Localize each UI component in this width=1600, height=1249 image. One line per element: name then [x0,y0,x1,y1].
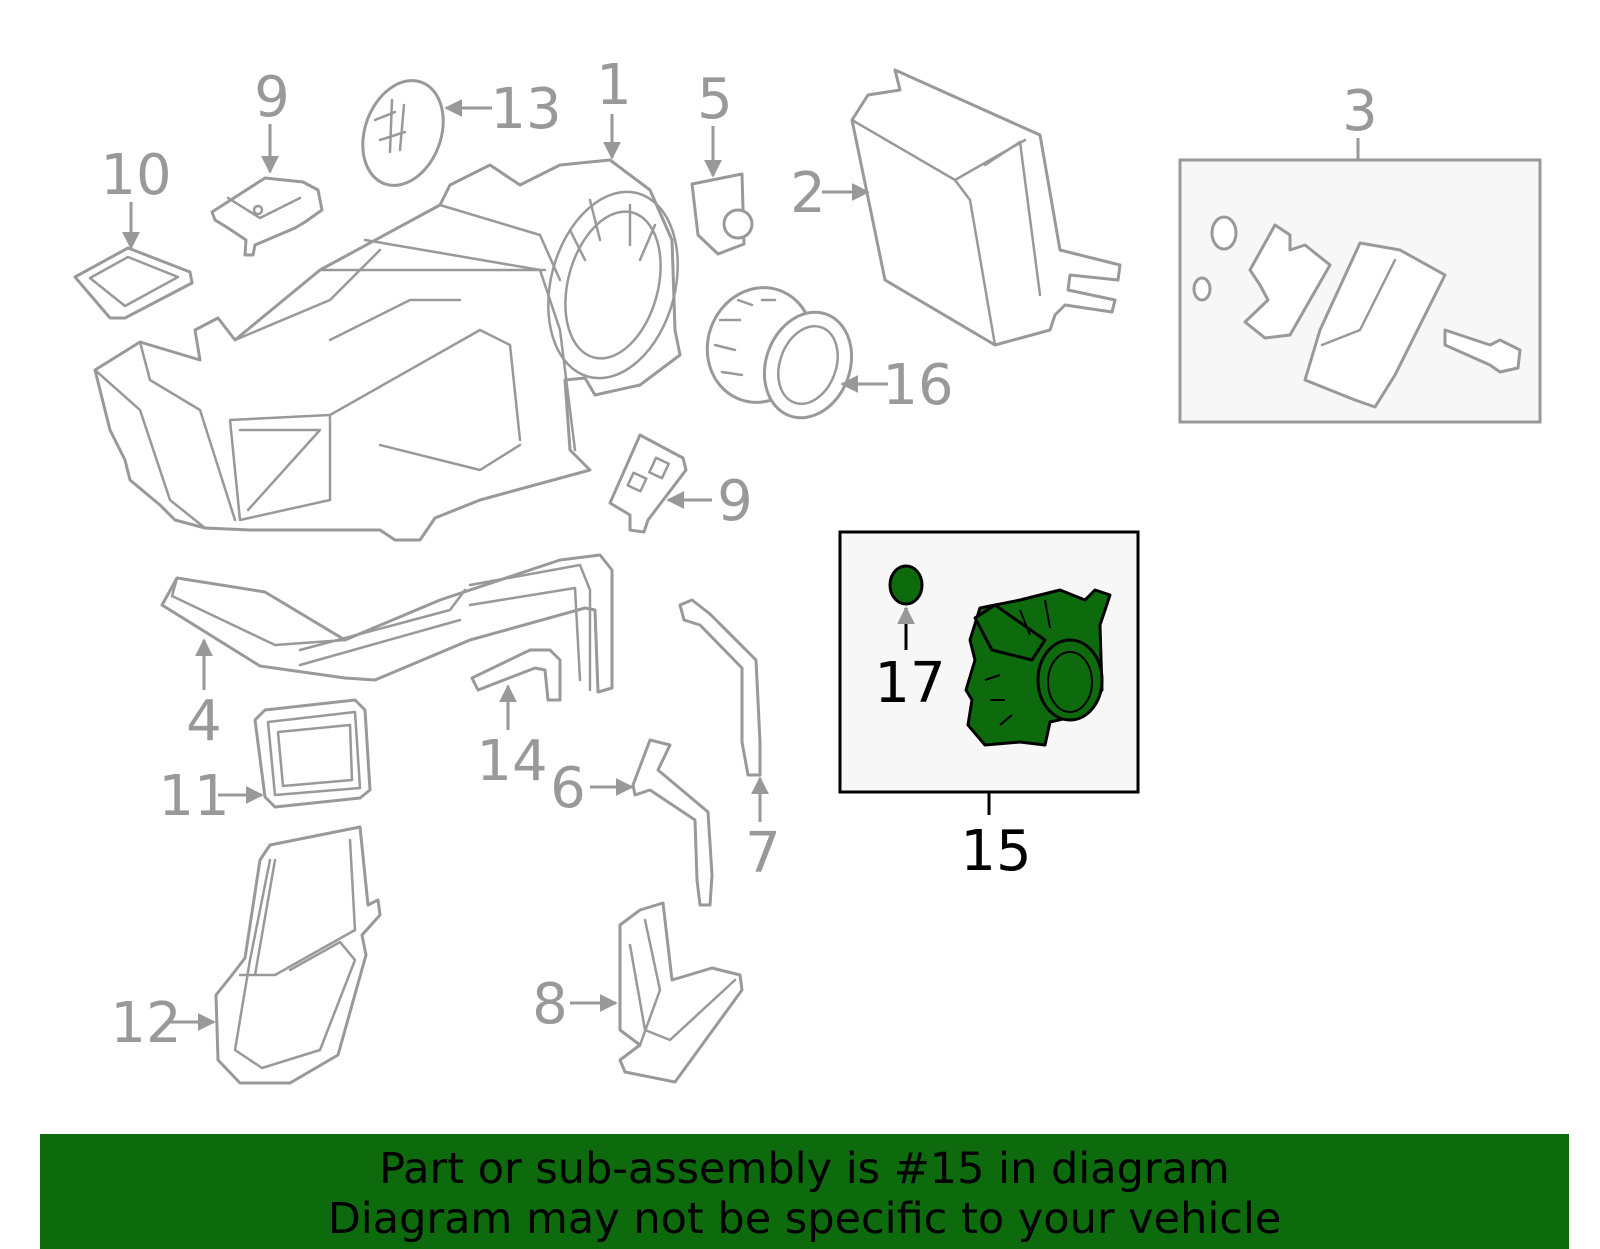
banner-line-2: Diagram may not be specific to your vehi… [327,1194,1282,1244]
callout-14: 14 [476,729,547,794]
callout-8: 8 [532,972,568,1037]
banner-line-1: Part or sub-assembly is #15 in diagram [379,1144,1230,1194]
part-5-sensor [690,172,754,256]
part-2-evaporator [850,68,1122,347]
part-9-actuator-lower [608,433,688,534]
callout-10: 10 [100,143,171,208]
part-12-duct [214,825,382,1085]
part-6-hose [631,738,714,907]
info-banner: Part or sub-assembly is #15 in diagram D… [40,1134,1569,1249]
part-14-tube [470,648,562,702]
part-15-blower-motor [964,588,1112,747]
callout-11: 11 [158,764,229,829]
part-4-heater-core [160,553,614,694]
callout-9-lower: 9 [717,469,753,534]
part-8-duct [618,901,744,1084]
callout-13: 13 [490,77,561,142]
part-17-grommet [888,564,924,606]
callout-17: 17 [874,651,945,716]
part-13-grommet [361,79,445,187]
callout-7: 7 [745,821,781,886]
callout-12: 12 [110,991,181,1056]
part-3-inset [1178,158,1542,424]
part-1-hvac-housing [93,158,682,542]
part-11-filter [253,698,372,809]
callout-1: 1 [596,53,632,118]
part-7-drain-tube [678,598,762,777]
callout-15: 15 [960,819,1031,884]
part-10-seal [73,246,194,320]
callout-2: 2 [790,161,826,226]
callout-6: 6 [550,756,586,821]
part-9-actuator-upper [210,176,324,257]
callout-16: 16 [882,353,953,418]
callout-5: 5 [697,67,733,132]
callout-4: 4 [186,689,222,754]
part-15-inset [838,530,1140,815]
callout-3: 3 [1342,79,1378,144]
part-16-blower-wheel [705,286,854,420]
callout-9-upper: 9 [254,65,290,130]
